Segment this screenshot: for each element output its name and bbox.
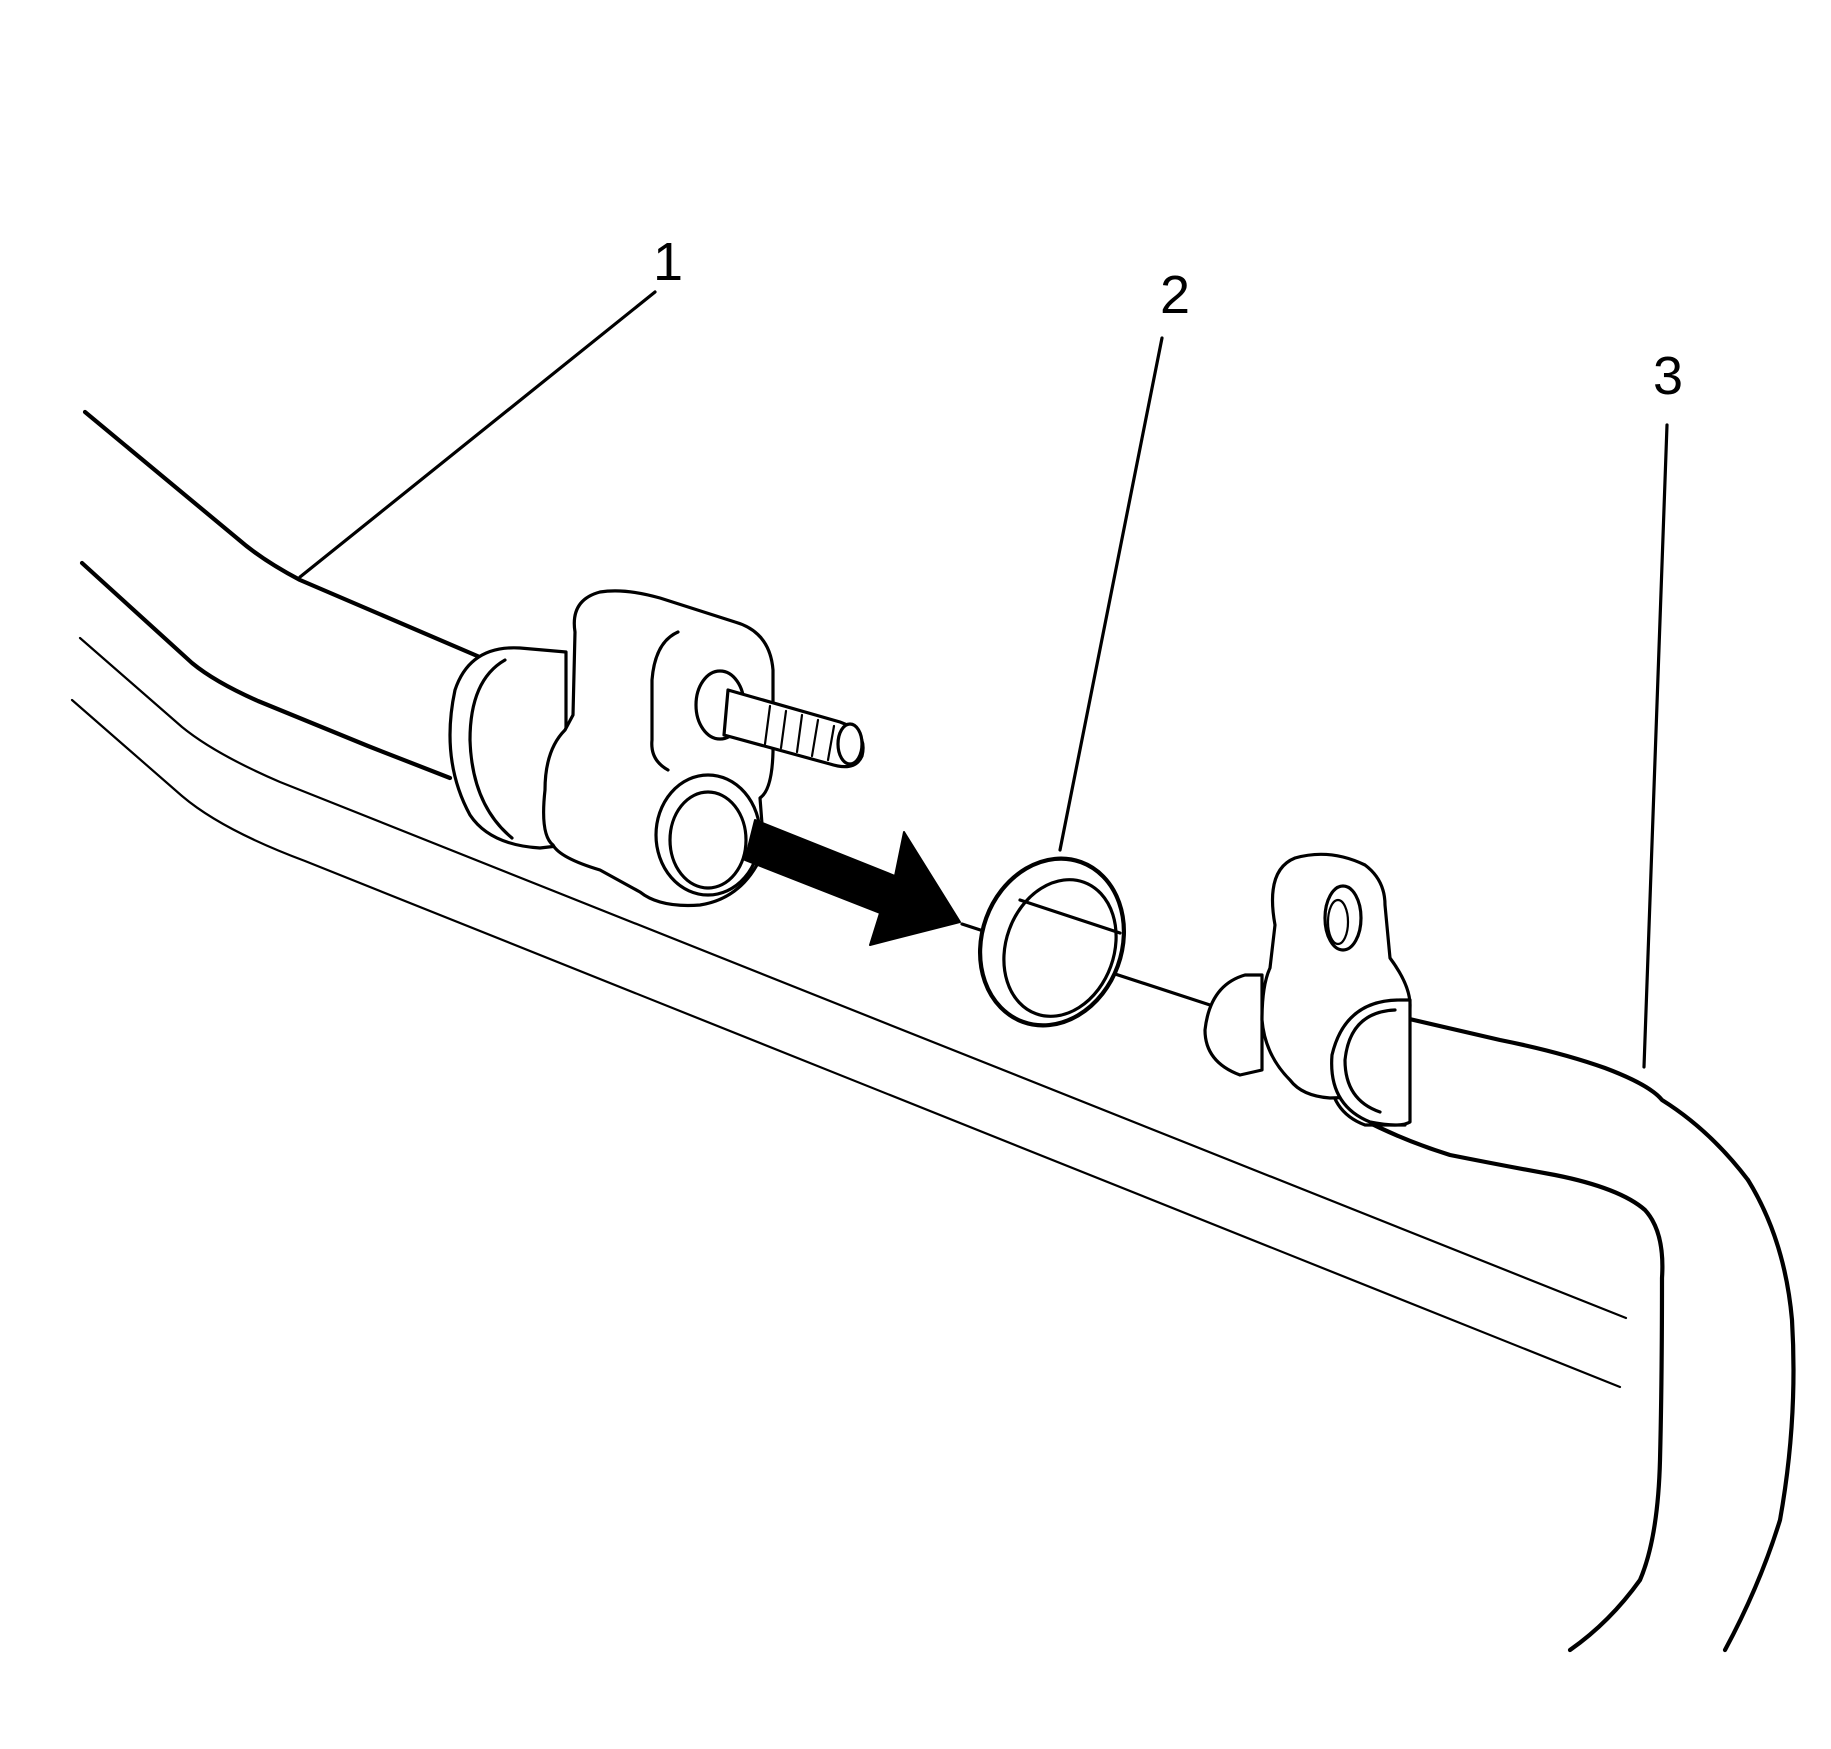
collar-body xyxy=(448,646,568,850)
pipe-1-connector-block xyxy=(542,589,775,908)
flange-pipe-rim xyxy=(1343,1008,1397,1114)
stud-tip xyxy=(836,722,864,766)
leader-line-1 xyxy=(298,290,657,579)
callout-1: 1 xyxy=(653,232,683,292)
pipe-3-bottom-edge xyxy=(1357,1115,1665,1653)
callout-3: 3 xyxy=(1653,346,1683,406)
stud-thread-4 xyxy=(810,718,820,758)
callout-2: 2 xyxy=(1160,265,1190,325)
leader-lines xyxy=(298,290,1669,1069)
rail-lines xyxy=(70,636,1628,1389)
rail-line-lower xyxy=(70,698,1622,1389)
pipe-1-top-edge xyxy=(82,409,485,661)
axis-line-through-seal xyxy=(1018,898,1122,935)
connector-front-face-edge xyxy=(650,630,680,772)
rail-line-upper xyxy=(78,636,1628,1320)
seal-ring-2 xyxy=(977,856,1127,1028)
pipe-1 xyxy=(79,409,485,781)
pipe-3-flange xyxy=(1260,852,1412,1127)
pipe-3-collar xyxy=(1203,973,1264,1077)
collar-rim xyxy=(468,658,514,840)
stud-thread-5 xyxy=(826,724,836,762)
mounting-stud xyxy=(722,688,865,769)
direction-arrow xyxy=(744,819,961,946)
pipe-3-outer-bend xyxy=(1722,1177,1796,1653)
pipe-1-bottom-edge xyxy=(79,560,453,781)
pipe-3-top-edge xyxy=(1402,1015,1751,1183)
flange-pipe-opening xyxy=(1330,998,1412,1127)
leader-line-2 xyxy=(1058,336,1164,852)
connector-port-inner xyxy=(668,790,748,890)
flange-bolt-hole-inner xyxy=(1326,898,1350,946)
pipe-1-collar xyxy=(448,646,568,850)
seal-ring-outer xyxy=(977,856,1127,1028)
leader-line-3 xyxy=(1642,423,1669,1069)
stud-thread-3 xyxy=(795,713,804,754)
seal-ring-inner xyxy=(1002,878,1118,1018)
callouts: 1 2 3 xyxy=(653,232,1683,406)
stud-thread-1 xyxy=(763,704,772,746)
stud-thread-2 xyxy=(779,709,788,750)
